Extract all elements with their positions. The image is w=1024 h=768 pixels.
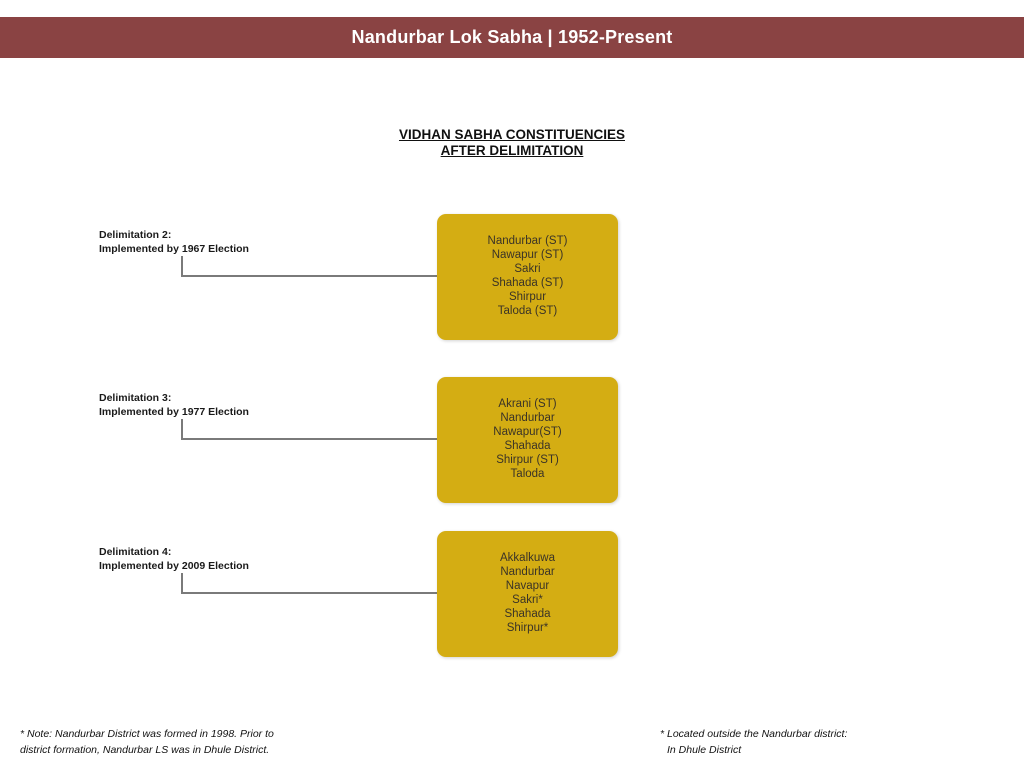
list-item: Shahada [504, 608, 551, 620]
connector-vertical-1 [181, 256, 183, 277]
constituency-list-3: Akkalkuwa Nandurbar Navapur Sakri* Shaha… [437, 531, 618, 635]
list-item: Sakri* [512, 594, 543, 606]
footnote-right-line-2: In Dhule District [667, 744, 742, 756]
connector-horizontal-3 [181, 592, 439, 594]
list-item: Shirpur* [506, 622, 549, 634]
delimitation-label-1-line-2: Implemented by 1967 Election [99, 243, 249, 255]
list-item: Nawapur (ST) [491, 249, 564, 261]
footnote-left-line-2: district formation, Nandurbar LS was in … [20, 744, 270, 756]
list-item: Nandurbar [500, 566, 555, 578]
constituency-list-1: Nandurbar (ST) Nawapur (ST) Sakri Shahad… [437, 214, 618, 318]
footnote-right: * Located outside the Nandurbar district… [660, 726, 1000, 758]
list-item: Taloda [510, 468, 545, 480]
delimitation-label-3: Delimitation 4: Implemented by 2009 Elec… [99, 545, 249, 573]
delimitation-label-1-line-1: Delimitation 2: [99, 229, 172, 241]
footnote-right-line-1: * Located outside the Nandurbar district… [660, 728, 848, 740]
delimitation-label-1: Delimitation 2: Implemented by 1967 Elec… [99, 228, 249, 256]
list-item: Nawapur(ST) [493, 426, 562, 438]
constituency-box-3: Akkalkuwa Nandurbar Navapur Sakri* Shaha… [437, 531, 618, 657]
list-item: Shahada [504, 440, 551, 452]
list-item: Akkalkuwa [500, 552, 555, 564]
list-item: Shirpur (ST) [496, 454, 559, 466]
connector-horizontal-1 [181, 275, 439, 277]
footnote-left-line-1: * Note: Nandurbar District was formed in… [20, 728, 274, 740]
connector-vertical-3 [181, 573, 183, 594]
constituency-box-2: Akrani (ST) Nandurbar Nawapur(ST) Shahad… [437, 377, 618, 503]
delimitation-label-3-line-2: Implemented by 2009 Election [99, 560, 249, 572]
list-item: Nandurbar [500, 412, 555, 424]
delimitation-label-3-line-1: Delimitation 4: [99, 546, 172, 558]
constituency-list-2: Akrani (ST) Nandurbar Nawapur(ST) Shahad… [437, 377, 618, 481]
connector-vertical-2 [181, 419, 183, 440]
constituency-box-1: Nandurbar (ST) Nawapur (ST) Sakri Shahad… [437, 214, 618, 340]
delimitation-label-2-line-2: Implemented by 1977 Election [99, 406, 249, 418]
list-item: Akrani (ST) [498, 398, 557, 410]
connector-horizontal-2 [181, 438, 439, 440]
section-heading-line-1: VIDHAN SABHA CONSTITUENCIES [398, 127, 625, 142]
section-heading: VIDHAN SABHA CONSTITUENCIES AFTER DELIMI… [0, 127, 1024, 158]
list-item: Taloda (ST) [497, 305, 558, 317]
list-item: Sakri [514, 263, 541, 275]
list-item: Navapur [505, 580, 550, 592]
footnote-left: * Note: Nandurbar District was formed in… [20, 726, 440, 758]
page-title: Nandurbar Lok Sabha | 1952-Present [351, 27, 673, 47]
section-heading-line-2: AFTER DELIMITATION [440, 142, 584, 158]
delimitation-label-2: Delimitation 3: Implemented by 1977 Elec… [99, 391, 249, 419]
list-item: Nandurbar (ST) [487, 235, 568, 247]
title-banner: Nandurbar Lok Sabha | 1952-Present [0, 17, 1024, 58]
list-item: Shirpur [508, 291, 547, 303]
list-item: Shahada (ST) [491, 277, 564, 289]
delimitation-label-2-line-1: Delimitation 3: [99, 392, 172, 404]
